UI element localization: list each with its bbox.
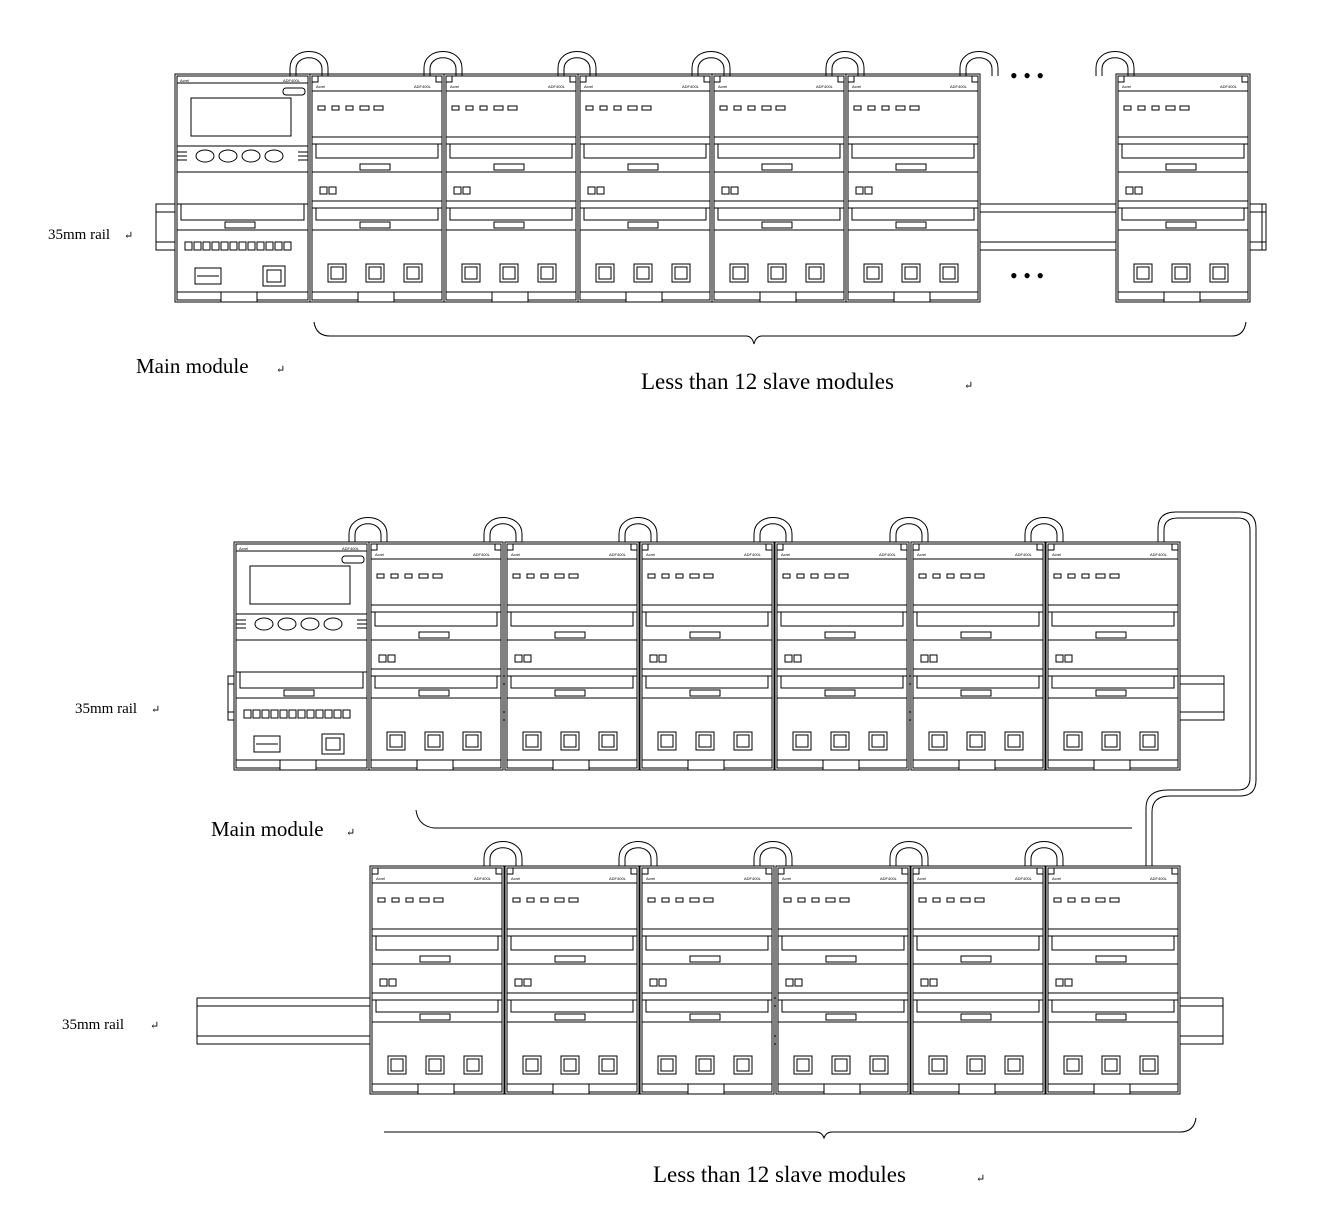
brace-icon [384, 1117, 1197, 1140]
main-module-icon [233, 541, 370, 771]
ribbon-cable-icon [825, 51, 865, 77]
slave-count-label: Less than 12 slave modules [641, 369, 894, 394]
main-module-label: Main module [211, 817, 324, 841]
slave-module-icon [1115, 73, 1251, 303]
slave-module-icon [504, 541, 640, 771]
slave-module-icon [910, 541, 1046, 771]
return-mark: ↵ [150, 1020, 159, 1032]
brace-icon [415, 809, 1132, 829]
ribbon-cable-icon [959, 51, 999, 77]
ellipsis-top: • • • [1010, 63, 1044, 88]
slave-module-icon [309, 73, 445, 303]
slave-module-icon [774, 541, 910, 771]
slave-module-icon [577, 73, 713, 303]
slave-module-icon [711, 73, 847, 303]
rail-label: 35mm rail [48, 227, 110, 243]
slave-module-icon [639, 865, 775, 1095]
ribbon-cable-icon [691, 51, 731, 77]
slave-module-icon [504, 865, 640, 1095]
rail-label-row1: 35mm rail [75, 701, 137, 717]
ribbon-cable-icon [1095, 51, 1135, 77]
return-mark: ↵ [276, 364, 285, 376]
ribbon-cable-icon [289, 51, 329, 77]
rail-label-row2: 35mm rail [62, 1017, 124, 1033]
return-mark: ↵ [976, 1173, 985, 1185]
ribbon-cable-icon [618, 517, 658, 543]
slave-count-label: Less than 12 slave modules [653, 1162, 906, 1187]
ribbon-cable-icon [753, 517, 793, 543]
slave-module-icon [369, 865, 505, 1095]
return-mark: ↵ [124, 230, 133, 242]
brace-icon [313, 321, 1247, 345]
ribbon-cable-icon [1024, 841, 1064, 867]
ribbon-cable-icon [889, 841, 929, 867]
ribbon-cable-icon [483, 841, 523, 867]
ribbon-cable-icon [348, 517, 388, 543]
slave-module-icon [1045, 541, 1181, 771]
slave-module-icon [443, 73, 579, 303]
slave-module-icon [775, 865, 911, 1095]
return-mark: ↵ [964, 380, 973, 392]
return-mark: ↵ [151, 704, 160, 716]
slave-module-icon [1045, 865, 1181, 1095]
top-section: • • • • • • 35mm rail ↵ Main module ↵ Le… [48, 51, 1267, 394]
bottom-section: 35mm rail ↵ Main module ↵ 35mm rail ↵ Le… [62, 511, 1257, 1187]
ribbon-cable-icon [1024, 517, 1064, 543]
ellipsis-bottom: • • • [1010, 263, 1044, 288]
ribbon-cable-icon [618, 841, 658, 867]
main-module-label: Main module [136, 354, 249, 378]
slave-module-icon [910, 865, 1046, 1095]
slave-module-icon [639, 541, 775, 771]
ribbon-cable-icon [483, 517, 523, 543]
ribbon-cable-icon [753, 841, 793, 867]
ribbon-cable-icon [423, 51, 463, 77]
slave-module-icon [845, 73, 981, 303]
ribbon-cable-icon [889, 517, 929, 543]
main-module-icon [174, 73, 311, 303]
ribbon-cable-icon [557, 51, 597, 77]
ribbon-cable-icon [1145, 511, 1257, 866]
return-mark: ↵ [346, 827, 355, 839]
slave-module-icon [368, 541, 504, 771]
